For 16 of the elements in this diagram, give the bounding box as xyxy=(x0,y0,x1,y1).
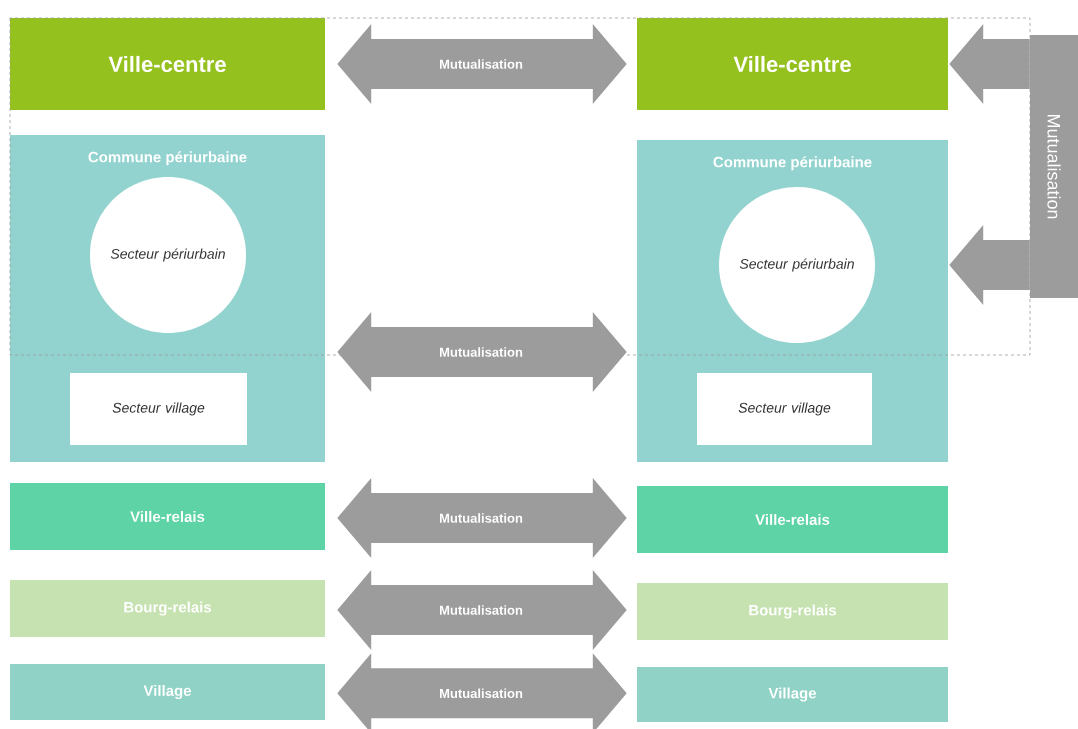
edge-label: Mutualisation xyxy=(438,512,524,524)
level-box: Bourg-relais xyxy=(10,580,325,637)
level-box: Village xyxy=(10,664,325,720)
edge-label: Mutualisation xyxy=(438,604,524,616)
edge-label: Mutualisation xyxy=(438,346,524,358)
edge-label: Mutualisation xyxy=(438,687,524,700)
top-box: Ville-centre xyxy=(637,18,948,110)
edge-label: Mutualisation xyxy=(438,58,524,70)
top-box: Ville-centre xyxy=(10,18,325,110)
band-box: Mutualisation xyxy=(1030,35,1078,298)
level-box: Ville-relais xyxy=(637,486,948,553)
sector-box: Secteur village xyxy=(697,373,872,445)
level-box: Village xyxy=(637,667,948,722)
sector-box: Secteur village xyxy=(70,373,247,445)
level-box: Bourg-relais xyxy=(637,583,948,640)
level-box: Ville-relais xyxy=(10,483,325,550)
